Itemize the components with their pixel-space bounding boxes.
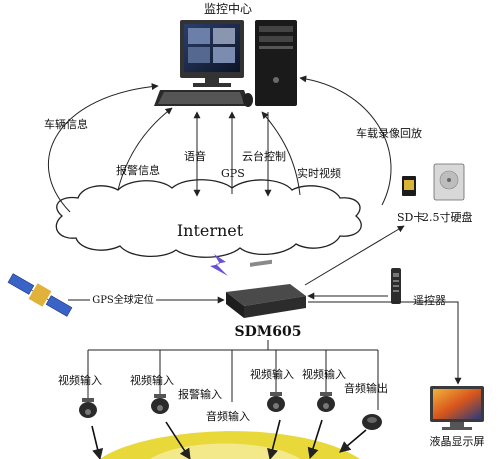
internet-cloud: Internet (55, 179, 362, 258)
alarm-info-arrow (117, 107, 173, 191)
flow-arcs (48, 75, 392, 213)
satellite-icon (7, 273, 73, 317)
playback-arc (299, 75, 392, 206)
playback-label: 车载录像回放 (356, 126, 422, 140)
display-line (308, 301, 462, 385)
remote-control-icon (391, 268, 401, 304)
sdm605-device (226, 259, 306, 318)
audio-label: 语音 (184, 149, 206, 163)
alarm-input-label: 报警输入 (178, 387, 222, 401)
audio-output-label: 音频输出 (344, 381, 388, 395)
speaker-icon (362, 414, 382, 430)
alarm-info-label: 报警信息 (116, 163, 160, 177)
vertical-arrows (193, 111, 272, 197)
pc-tower-icon (255, 20, 297, 106)
sdm605-label: SDM605 (235, 324, 302, 340)
wireless-link-icon (210, 254, 228, 276)
video-input-1-label: 视频输入 (58, 373, 102, 387)
ptz-control-label: 云台控制 (242, 149, 286, 163)
live-video-label: 实时视频 (297, 166, 341, 180)
audio-input-label: 音频输入 (206, 409, 250, 423)
keyboard-icon (154, 90, 250, 106)
vehicle-info-label: 车辆信息 (44, 117, 88, 131)
camera-icon (317, 392, 335, 412)
sd-card-label: SD卡 (397, 211, 424, 224)
input-bus (87, 340, 379, 410)
lcd-display-icon (430, 386, 484, 430)
video-input-2-label: 视频输入 (130, 373, 174, 387)
camera-icon (151, 394, 169, 414)
gps-positioning-label: GPS全球定位 (92, 293, 154, 306)
video-input-4-label: 视频输入 (302, 367, 346, 381)
gps-label: GPS (221, 167, 245, 180)
monitor-icon (180, 20, 244, 87)
camera-icon (267, 392, 285, 412)
camera-cables (91, 419, 367, 459)
mouse-icon (243, 93, 253, 107)
camera-icon (79, 398, 97, 418)
monitor-center: 监控中心 (154, 1, 297, 107)
sd-card-icon (402, 176, 416, 196)
vehicle-info-arc (48, 83, 159, 213)
internet-label: Internet (177, 221, 244, 240)
hdd-icon (433, 163, 465, 201)
gps-positioning-label-bg (90, 293, 156, 306)
storage-arrow (304, 225, 405, 286)
video-input-3-label: 视频输入 (250, 367, 294, 381)
remote-control-label: 遥控器 (413, 293, 446, 307)
monitor-center-label: 监控中心 (204, 1, 252, 16)
hdd-label: 2.5寸硬盘 (422, 210, 473, 224)
vehicle-image (100, 431, 360, 459)
lcd-display-label: 液晶显示屏 (430, 434, 485, 448)
